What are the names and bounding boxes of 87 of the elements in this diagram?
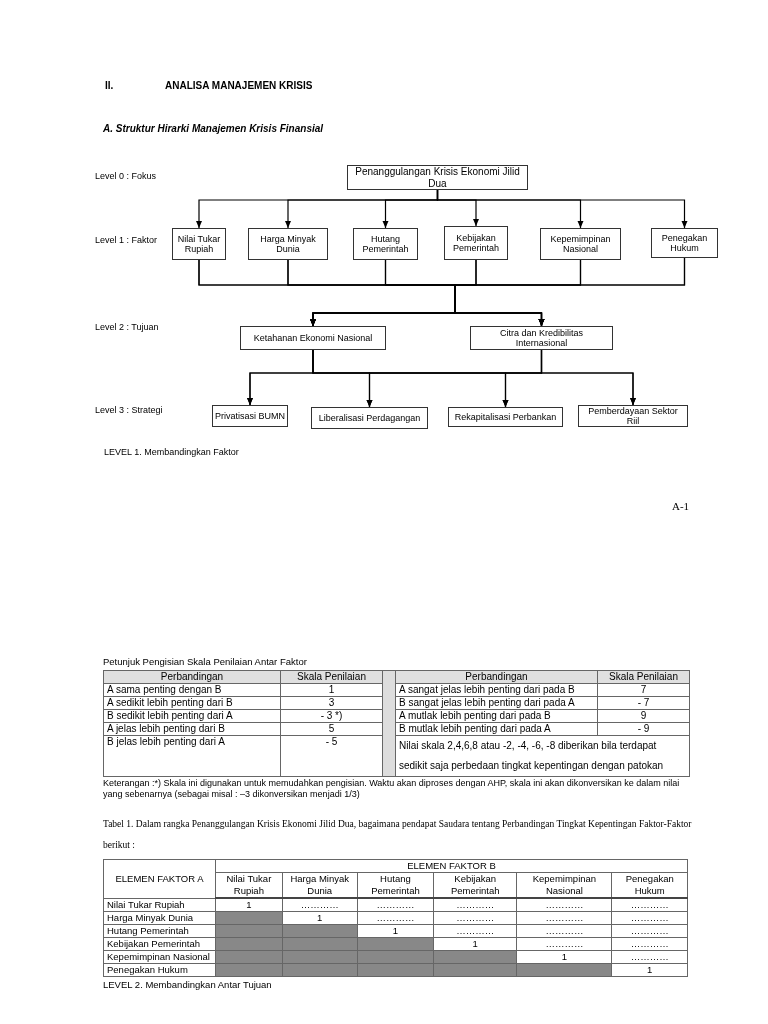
level-label: Level 2 : Tujuan: [95, 322, 159, 332]
header-cell: Harga Minyak Dunia: [282, 872, 358, 898]
table-cell: …………: [611, 898, 688, 912]
table-cell: Kepemimpinan Nasional: [103, 950, 216, 964]
table-cell: A sangat jelas lebih penting dari pada B: [395, 683, 598, 697]
table-cell: …………: [516, 911, 612, 925]
table-cell: …………: [611, 924, 688, 938]
section-label: LEVEL 2. Membandingkan Antar Tujuan: [103, 979, 273, 990]
table-cell: Penegakan Hukum: [103, 963, 216, 977]
header-cell: Kepemimpinan Nasional: [516, 872, 612, 898]
header-cell: Nilai Tukar Rupiah: [215, 872, 283, 898]
table-cell: …………: [357, 898, 434, 912]
factor-box: Kebijakan Pemerintah: [444, 226, 508, 260]
table-cell: Harga Minyak Dunia: [103, 911, 216, 925]
factor-box: Kepemimpinan Nasional: [540, 228, 621, 260]
strategy-box: Rekapitalisasi Perbankan: [448, 407, 563, 427]
table-cell: 7: [597, 683, 690, 697]
header-cell: Penegakan Hukum: [611, 872, 688, 898]
factor-box: Penegakan Hukum: [651, 228, 718, 258]
factor-box: Hutang Pemerintah: [353, 228, 418, 260]
table-cell: 9: [597, 709, 690, 723]
table-caption: Petunjuk Pengisian Skala Penilaian Antar Faktor: [103, 656, 308, 667]
table-cell: …………: [357, 911, 434, 925]
header-cell: Hutang Pemerintah: [357, 872, 434, 898]
arrow: [454, 257, 686, 327]
section-label: LEVEL 1. Membandingkan Faktor: [104, 447, 239, 457]
table-cell: 1: [357, 924, 434, 938]
focus-box: Penanggulangan Krisis Ekonomi Jilid Dua: [347, 165, 528, 190]
table-cell: 1: [282, 911, 358, 925]
table-cell: …………: [433, 898, 517, 912]
header-cell: Skala Penilaian: [597, 670, 690, 684]
table-cell: …………: [611, 950, 688, 964]
factor-box: Harga Minyak Dunia: [248, 228, 328, 260]
table-cell: …………: [282, 898, 358, 912]
subheading: A. Struktur Hirarki Manajemen Krisis Finansial: [103, 123, 324, 134]
header-cell: ELEMEN FAKTOR A: [103, 859, 216, 898]
table-cell: …………: [433, 911, 517, 925]
table-cell: …………: [611, 911, 688, 925]
page-number: A-1: [672, 500, 690, 512]
strategy-box: Liberalisasi Perdagangan: [311, 407, 428, 429]
table-cell: 1: [433, 937, 517, 951]
table-cell: Hutang Pemerintah: [103, 924, 216, 938]
level-label: Level 3 : Strategi: [95, 405, 163, 415]
level-label: Level 1 : Faktor: [95, 235, 158, 245]
table-cell: - 5: [280, 735, 383, 777]
arrow: [540, 349, 636, 406]
table-cell: 3: [280, 696, 383, 710]
table-caption: Tabel 1. Dalam rangka Penanggulangan Krisis Ekonomi Jilid Dua, bagaimana pendapat Saudara tentang Perbandingan Tingkat Kepentingan Faktor-Faktor berikut :: [103, 818, 693, 852]
goal-box: Ketahanan Ekonomi Nasional: [240, 326, 386, 350]
table-cell: …………: [611, 937, 688, 951]
table-cell: A mutlak lebih penting dari pada B: [395, 709, 598, 723]
section-title: ANALISA MANAJEMEN KRISIS: [165, 80, 313, 91]
header-cell: Kebijakan Pemerintah: [433, 872, 517, 898]
factor-box: Nilai Tukar Rupiah: [172, 228, 226, 260]
arrow: [436, 189, 688, 229]
table-cell: Nilai Tukar Rupiah: [103, 898, 216, 912]
goal-box: Citra dan Kredibilitas Internasional: [470, 326, 613, 350]
table-cell: 1: [516, 950, 612, 964]
section-number: II.: [105, 80, 114, 91]
table-cell: B sedikit lebih penting dari A: [103, 709, 281, 723]
table-cell: A sama penting dengan B: [103, 683, 281, 697]
table-cell: B jelas lebih penting dari A: [103, 735, 281, 777]
table-cell: - 3 *): [280, 709, 383, 723]
table-cell: 1: [215, 898, 283, 912]
table-note: Nilai skala 2,4,6,8 atau -2, -4, -6, -8 diberikan bila terdapat sedikit saja perbedaan tingkat kepentingan dengan patokan: [395, 735, 690, 777]
table-cell: - 7: [597, 696, 690, 710]
header-cell: Perbandingan: [395, 670, 598, 684]
level-label: Level 0 : Fokus: [95, 171, 157, 181]
strategy-box: Pemberdayaan Sektor Riil: [578, 405, 688, 427]
header-cell: ELEMEN FAKTOR B: [215, 859, 688, 873]
header-cell: Perbandingan: [103, 670, 281, 684]
table-cell: 1: [280, 683, 383, 697]
table-cell: …………: [516, 924, 612, 938]
footnote: Keterangan :*) Skala ini digunakan untuk memudahkan pengisian. Waktu akan diproses dengan AHP, skala ini akan dikonversikan ke dalam nilai yang sebenarnya (sebagai misal : –3 dikonversikan menjadi 1/3): [103, 778, 681, 800]
table-cell: …………: [516, 898, 612, 912]
table-cell: …………: [516, 937, 612, 951]
strategy-box: Privatisasi BUMN: [212, 405, 288, 427]
table-cell: Kebijakan Pemerintah: [103, 937, 216, 951]
table-cell: - 9: [597, 722, 690, 736]
table-cell: 5: [280, 722, 383, 736]
header-cell: Skala Penilaian: [280, 670, 383, 684]
table-cell: B mutlak lebih penting dari pada A: [395, 722, 598, 736]
table-cell: 1: [611, 963, 688, 977]
table-cell: A sedikit lebih penting dari B: [103, 696, 281, 710]
table-cell: …………: [433, 924, 517, 938]
table-cell: A jelas lebih penting dari B: [103, 722, 281, 736]
table-cell: B sangat jelas lebih penting dari pada A: [395, 696, 598, 710]
